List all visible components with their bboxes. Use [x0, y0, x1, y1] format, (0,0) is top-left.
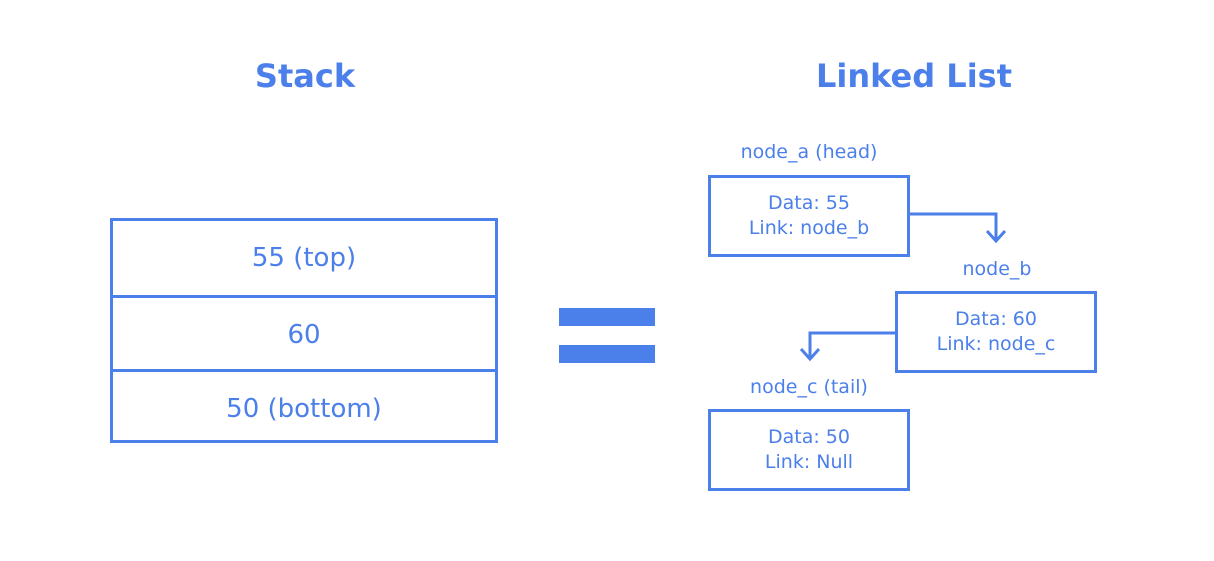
stack-cell-top: 55 (top): [251, 243, 357, 273]
node-b-data: Data: 60: [955, 308, 1037, 330]
node-c-link: Link: Null: [764, 451, 854, 473]
node-c-data: Data: 50: [768, 426, 850, 448]
stack-container: 55 (top) 60 50 (bottom): [110, 218, 498, 443]
stack-cell-middle: 60: [113, 295, 495, 372]
stack-cell-bottom: 50 (bottom): [113, 369, 495, 446]
node-a-box: Data: 55 Link: node_b: [708, 175, 910, 257]
node-c-label: node_c (tail): [750, 376, 868, 398]
node-a-label: node_a (head): [740, 141, 878, 163]
linked-list-title: Linked List: [815, 57, 1012, 95]
node-a-link: Link: node_b: [748, 217, 870, 239]
arrow-b-to-c: [799, 331, 895, 362]
equals-bar-top: [559, 308, 655, 326]
stack-title: Stack: [254, 57, 356, 95]
arrow-a-to-b: [910, 212, 1007, 244]
node-b-box: Data: 60 Link: node_c: [895, 291, 1097, 373]
node-b-label: node_b: [962, 258, 1032, 280]
node-c-box: Data: 50 Link: Null: [708, 409, 910, 491]
node-a-data: Data: 55: [768, 192, 850, 214]
node-b-link: Link: node_c: [936, 333, 1056, 355]
equals-bar-bottom: [559, 345, 655, 363]
